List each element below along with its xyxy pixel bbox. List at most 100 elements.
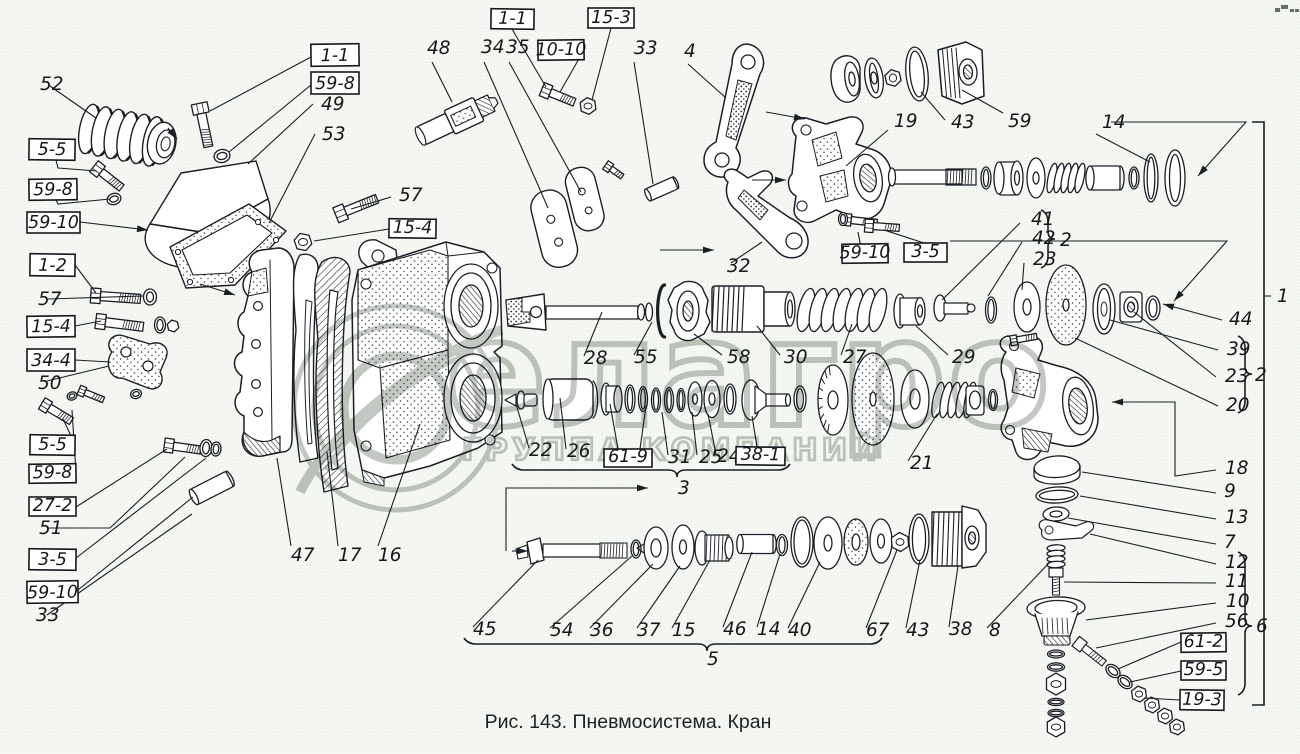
part-number-label: 22 [529, 440, 553, 461]
drawing-shape [1085, 165, 1125, 191]
drawing-shape [74, 264, 97, 294]
drawing-shape [201, 136, 212, 138]
drawing-shape [1026, 157, 1046, 199]
drawing-shape [714, 152, 730, 168]
boxed-part-label: 59-8 [28, 463, 77, 485]
drawing-shape [313, 228, 390, 242]
drawing-shape [827, 423, 830, 434]
boxed-part-label: 59-10 [839, 243, 891, 265]
part-number-label: 36 [590, 620, 614, 641]
part-number-label: 39 [1227, 339, 1251, 360]
drawing-shape [676, 387, 686, 413]
part-number-label: 55 [634, 347, 658, 368]
drawing-shape [1061, 617, 1064, 635]
part-number-label: 45 [473, 619, 497, 640]
part-number-label: 12 [1225, 552, 1249, 573]
label-text: 15-4 [393, 218, 433, 239]
part-number-label: 11 [1225, 571, 1249, 592]
drawing-shape [1009, 332, 1038, 347]
drawing-shape [942, 49, 947, 97]
drawing-shape [916, 304, 924, 318]
part-number-label: 67 [866, 620, 890, 641]
drawing-shape [1038, 489, 1076, 501]
part-number-label: 49 [321, 94, 345, 115]
drawing-shape [96, 394, 101, 401]
drawing-shape [818, 386, 824, 392]
drawing-shape [790, 516, 814, 568]
boxed-part-label: 1-1 [310, 42, 360, 68]
drawing-shape [739, 533, 774, 555]
drawing-shape [606, 163, 613, 168]
drawing-shape [132, 320, 136, 331]
drawing-shape [66, 391, 78, 401]
part-number-label: 34 [481, 37, 505, 58]
drawing-shape [42, 400, 51, 407]
drawing-shape [188, 444, 192, 453]
drawing-shape [915, 325, 949, 356]
boxed-part-label: 15-4 [26, 314, 76, 339]
drawing-shape [366, 197, 370, 208]
drawing-shape [79, 221, 149, 231]
drawing-shape [948, 565, 959, 628]
drawing-shape [1237, 335, 1253, 414]
drawing-shape [837, 211, 849, 227]
drawing-shape [336, 213, 347, 219]
drawing-shape [123, 292, 127, 303]
drawing-shape [887, 167, 897, 187]
drawing-shape [1025, 334, 1027, 342]
drawing-shape [332, 193, 380, 224]
drawing-shape [414, 94, 499, 146]
drawing-shape [951, 48, 956, 98]
drawing-shape [987, 388, 999, 412]
drawing-shape [993, 160, 1024, 196]
drawing-shape [1097, 657, 1104, 664]
drawing-shape [98, 395, 103, 402]
part-number-label: 24 [717, 446, 741, 467]
drawing-shape [903, 242, 948, 263]
drawing-shape [566, 96, 572, 104]
drawing-shape [228, 84, 312, 153]
drawing-shape [908, 513, 930, 565]
drawing-shape [350, 196, 392, 210]
part-number-label: 8 [989, 620, 1001, 641]
drawing-shape [633, 321, 653, 356]
drawing-shape [817, 364, 849, 436]
drawing-shape [1111, 121, 1248, 177]
drawing-shape [142, 288, 158, 306]
drawing-shape [601, 160, 625, 180]
drawing-shape [724, 536, 734, 560]
drawing-shape [1160, 712, 1170, 720]
drawing-shape [126, 293, 129, 303]
drawing-shape [1237, 551, 1253, 696]
drawing-shape [661, 411, 669, 456]
drawing-shape [213, 148, 231, 164]
drawing-shape [28, 547, 77, 572]
drawing-shape [966, 303, 976, 313]
drawing-shape [55, 198, 111, 205]
drawing-shape [941, 511, 945, 567]
part-number-label: 35 [506, 37, 530, 58]
drawing-shape [703, 246, 714, 254]
part-number-label: 18 [1225, 458, 1249, 479]
drawing-shape [982, 168, 990, 188]
drawing-shape [26, 314, 76, 339]
drawing-shape [564, 95, 570, 103]
drawing-shape [505, 293, 654, 331]
drawing-shape [1148, 298, 1158, 318]
label-text: 34-4 [31, 351, 71, 371]
drawing-shape [137, 321, 141, 332]
drawing-shape [529, 305, 543, 319]
drawing-shape [931, 505, 987, 569]
drawing-shape [583, 102, 593, 110]
drawing-shape [483, 61, 549, 209]
drawing-shape [113, 181, 121, 188]
drawing-shape [351, 239, 503, 487]
drawing-shape [907, 413, 938, 462]
drawing-shape [1033, 465, 1081, 485]
boxed-part-label: 59-8 [310, 71, 360, 95]
drawing-shape [591, 27, 612, 101]
drawing-shape [1052, 584, 1060, 587]
drawing-shape [377, 423, 421, 547]
drawing-shape [961, 168, 964, 186]
drawing-shape [95, 163, 104, 171]
